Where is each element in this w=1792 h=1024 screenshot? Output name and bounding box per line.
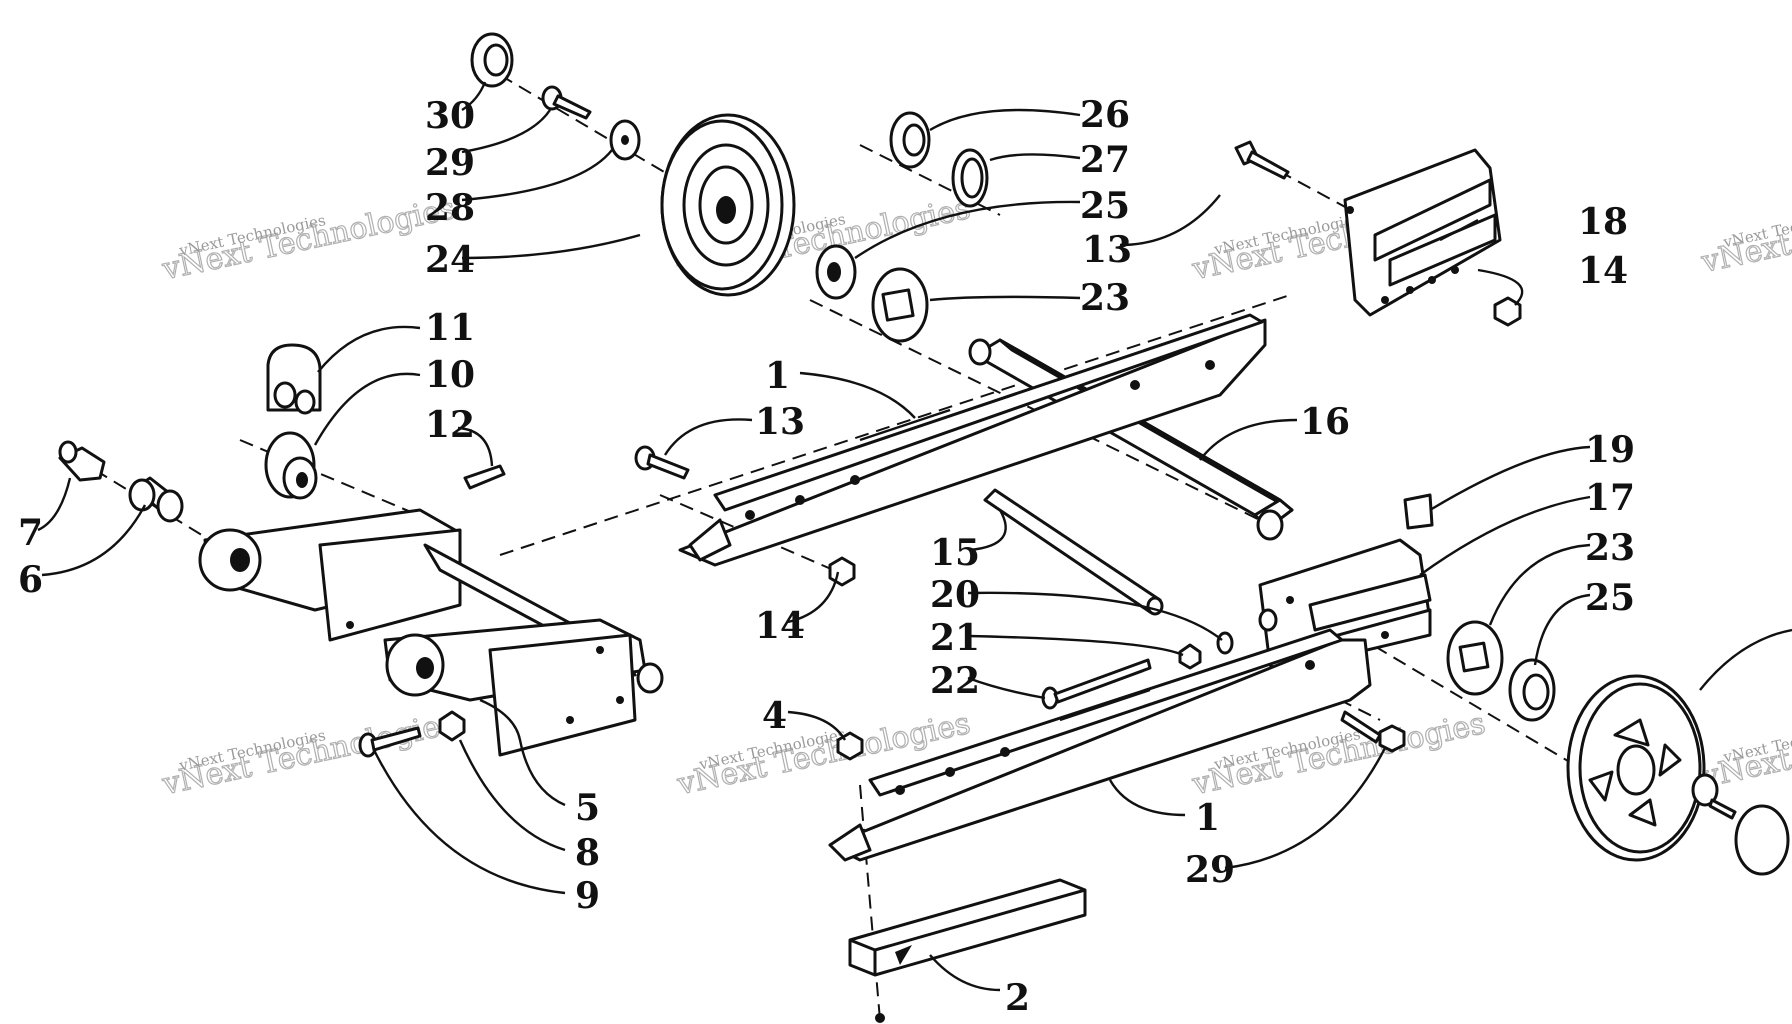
- pin-12: [463, 464, 506, 490]
- nut-14-top: [1493, 296, 1522, 327]
- label-15: 15: [930, 532, 980, 574]
- nut-21: [1178, 643, 1202, 670]
- label-9: 9: [575, 875, 600, 917]
- label-23-lower: 23: [1585, 527, 1635, 569]
- clamp-11: [266, 343, 322, 415]
- spacer-25-lower: [1508, 658, 1556, 722]
- cap-30: [470, 32, 514, 88]
- watermark-6: vNext Technologies vNext Technologies: [673, 705, 974, 803]
- spacer-25-top: [815, 244, 857, 300]
- bolt-9: [358, 726, 422, 758]
- label-30: 30: [425, 95, 475, 137]
- label-12: 12: [425, 404, 475, 446]
- part-labels: 30 29 28 24 26 27 25 13 23 18 14 11 10 1…: [18, 94, 1635, 1019]
- label-25-lower: 25: [1585, 577, 1635, 619]
- rail-1-upper: [678, 313, 1267, 567]
- label-14-top: 14: [1578, 250, 1628, 292]
- label-28: 28: [425, 187, 475, 229]
- label-26: 26: [1080, 94, 1130, 136]
- watermark-5: vNext Technologies vNext Technologies: [158, 705, 459, 803]
- label-4: 4: [762, 695, 787, 737]
- label-1-lower: 1: [1195, 797, 1220, 839]
- axle-15: [983, 488, 1164, 616]
- swing-arm-assembly: [198, 508, 664, 757]
- washer-23-top: [871, 267, 929, 343]
- label-20: 20: [930, 574, 980, 616]
- bolt-13-top: [1234, 140, 1290, 180]
- wheel-lower: [1566, 628, 1792, 876]
- label-10: 10: [425, 354, 475, 396]
- assembly-center-lines: [94, 74, 1601, 1021]
- watermark-4: vNext Technologies vNext Technologies: [1697, 183, 1792, 281]
- clip-19: [1403, 493, 1434, 530]
- label-11: 11: [425, 307, 475, 349]
- label-22: 22: [930, 660, 980, 702]
- bushing-7: [58, 440, 106, 482]
- label-24: 24: [425, 239, 475, 281]
- bolt-29-lower: [1340, 710, 1406, 753]
- washer-23-lower: [1446, 620, 1504, 696]
- slide-rail-2: [848, 878, 1087, 1023]
- label-23-top: 23: [1080, 277, 1130, 319]
- label-8: 8: [575, 832, 600, 874]
- label-14-mid: 14: [755, 605, 805, 647]
- rail-1-lower: [828, 628, 1372, 862]
- bushing-10: [264, 431, 318, 500]
- bearing-26: [889, 111, 931, 169]
- washer-20: [1216, 631, 1234, 655]
- label-5: 5: [575, 787, 600, 829]
- leader-lines: [37, 81, 1591, 992]
- bracket-18: [1343, 148, 1502, 317]
- bolt-13-mid: [634, 445, 690, 480]
- label-2: 2: [1005, 977, 1030, 1019]
- bushing-6: [128, 476, 184, 523]
- label-21: 21: [930, 617, 980, 659]
- label-13-mid: 13: [755, 401, 805, 443]
- bolt-29-top: [541, 85, 592, 120]
- label-19: 19: [1585, 429, 1635, 471]
- label-6: 6: [18, 559, 43, 601]
- snap-ring-27: [951, 148, 989, 208]
- label-16: 16: [1300, 401, 1350, 443]
- label-18: 18: [1578, 201, 1628, 243]
- watermark-1: vNext Technologies vNext Technologies: [158, 190, 459, 288]
- label-7: 7: [18, 512, 43, 554]
- label-13-top: 13: [1082, 229, 1132, 271]
- nut-14-mid: [828, 556, 856, 587]
- label-25-top: 25: [1080, 185, 1130, 227]
- label-1-upper: 1: [765, 355, 790, 397]
- label-17: 17: [1585, 477, 1635, 519]
- washer-28: [609, 119, 641, 161]
- wheel-24: [660, 113, 796, 297]
- label-29-lower: 29: [1185, 849, 1235, 891]
- label-29-top: 29: [425, 142, 475, 184]
- nut-8: [438, 710, 466, 742]
- label-27: 27: [1080, 139, 1130, 181]
